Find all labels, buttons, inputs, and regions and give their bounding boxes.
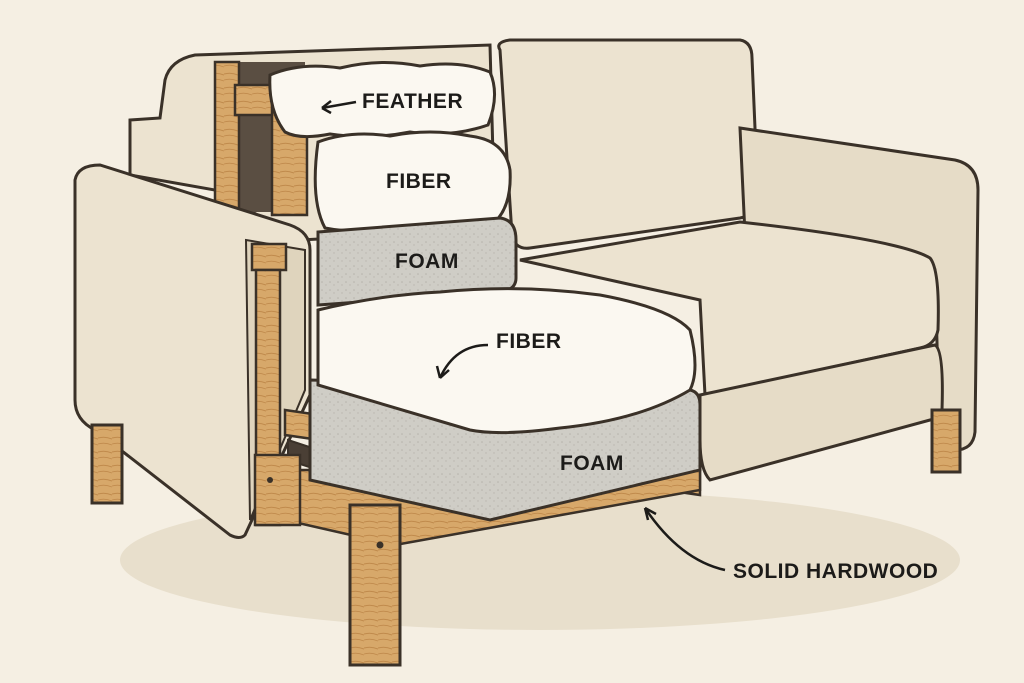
fiber-seat-arrow	[438, 343, 489, 379]
feather-arrow	[321, 100, 357, 110]
fiber-layer-seat	[316, 287, 697, 435]
seat-cushion-right	[519, 220, 940, 397]
left-front-leg	[90, 423, 124, 505]
label-fiber-seat: FIBER	[496, 330, 562, 353]
label-solid-hardwood: SOLID HARDWOOD	[733, 560, 938, 583]
label-fiber-back: FIBER	[386, 170, 452, 193]
label-feather: FEATHER	[362, 90, 463, 113]
right-front-leg	[930, 408, 962, 474]
label-foam-back: FOAM	[395, 250, 459, 273]
fiber-layer-back	[313, 130, 512, 233]
hardwood-arrow	[643, 507, 726, 572]
label-foam-seat: FOAM	[560, 452, 624, 475]
label-arrows	[321, 100, 726, 572]
feather-layer	[268, 60, 496, 139]
back-cushion-right	[497, 38, 760, 250]
